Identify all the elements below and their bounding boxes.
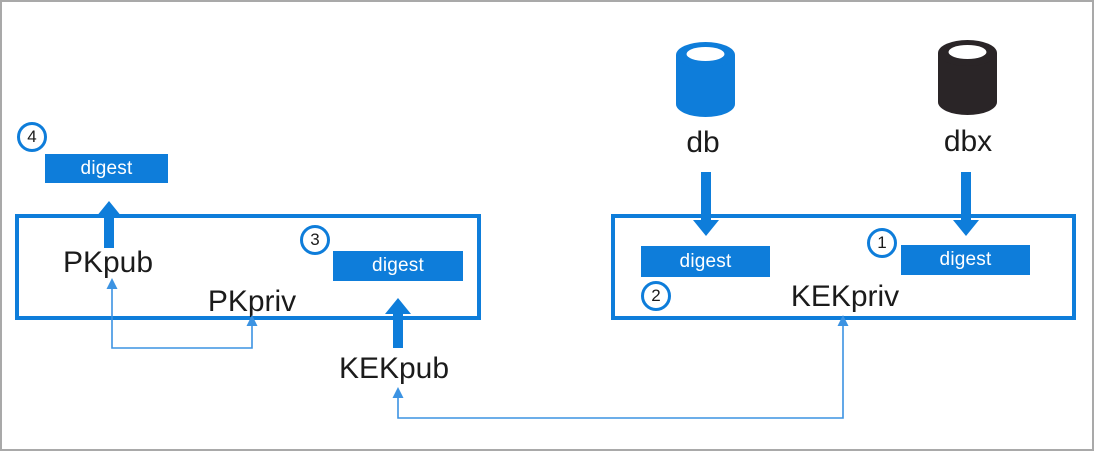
kekpriv-label: KEKpriv — [790, 280, 900, 313]
dbx-label: dbx — [943, 125, 993, 158]
step-number: 4 — [27, 127, 37, 146]
kekpub-label: KEKpub — [338, 352, 450, 385]
kekpub-arrowhead-icon — [392, 387, 404, 398]
pkpriv-label: PKpriv — [207, 285, 297, 318]
step-badge-4: 4 — [17, 122, 47, 152]
pkpub-label: PKpub — [62, 246, 154, 279]
kekpriv-to-kekpub-connector — [397, 322, 844, 419]
digest-label: digest — [679, 250, 732, 272]
digest-label: digest — [939, 249, 992, 270]
digest-box-step1: digest — [901, 245, 1030, 275]
dbx-database-icon — [938, 40, 997, 115]
digest-box-step3: digest — [333, 251, 463, 281]
digest-label: digest — [372, 255, 424, 276]
digest-label: digest — [80, 157, 133, 179]
digest-box-step4: digest — [45, 154, 168, 183]
step-number: 2 — [651, 286, 661, 305]
step-number: 3 — [310, 230, 320, 249]
db-label: db — [686, 126, 720, 159]
step-number: 1 — [877, 233, 887, 252]
step-badge-3: 3 — [300, 225, 330, 255]
digest-box-step2: digest — [641, 246, 770, 277]
step-badge-2: 2 — [641, 281, 671, 311]
step-badge-1: 1 — [867, 228, 897, 258]
db-database-icon — [676, 42, 735, 117]
